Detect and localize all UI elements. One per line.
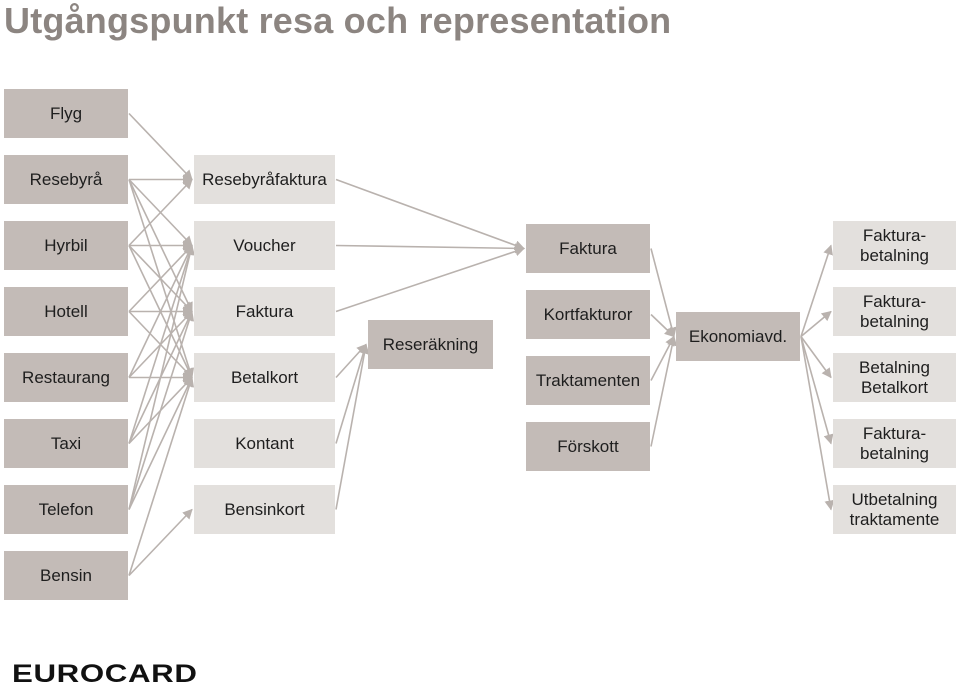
outcome-utbetalning-traktamente: Utbetalning traktamente	[833, 485, 956, 534]
finance-department-box: Ekonomiavd.	[676, 312, 800, 361]
arrow-doc1-to-proc0	[335, 243, 525, 254]
process-kortfakturor: Kortfakturor	[526, 290, 650, 339]
source-telefon: Telefon	[4, 485, 128, 534]
arrow-doc0-to-proc0	[335, 178, 525, 251]
arrow-proc0-to-dept	[650, 248, 677, 338]
outcome-betalning-betalkort: Betalning Betalkort	[833, 353, 956, 402]
document-resebyrafaktura: Resebyråfaktura	[194, 155, 335, 204]
arrow-src0-to-doc0	[128, 112, 193, 181]
process-forskott: Förskott	[526, 422, 650, 471]
source-label: Resebyrå	[29, 169, 103, 189]
expense-report-box: Reseräkning	[368, 320, 493, 369]
arrow-dept-to-out1	[800, 310, 832, 338]
process-faktura: Faktura	[526, 224, 650, 273]
expense-report-label: Reseräkning	[382, 334, 479, 354]
document-label: Betalkort	[230, 367, 299, 387]
document-label: Faktura	[235, 301, 294, 321]
source-resebyra: Resebyrå	[4, 155, 128, 204]
document-voucher: Voucher	[194, 221, 335, 270]
arrow-dept-to-out2	[800, 336, 832, 379]
arrow-src3-to-doc1	[128, 244, 193, 313]
outcome-label: Faktura- betalning	[859, 291, 929, 331]
source-hyrbil: Hyrbil	[4, 221, 128, 270]
source-label: Restaurang	[22, 367, 110, 387]
document-label: Bensinkort	[224, 499, 305, 519]
arrow-dept-to-out4	[800, 336, 835, 511]
outcome-label: Faktura- betalning	[859, 225, 929, 265]
source-label: Hyrbil	[44, 235, 88, 255]
arrow-proc3-to-dept	[650, 335, 678, 447]
document-label: Resebyråfaktura	[202, 169, 327, 189]
department-label: Ekonomiavd.	[688, 326, 788, 346]
outcome-label: Betalning Betalkort	[859, 357, 930, 397]
outcome-fakturabetalning: Faktura- betalning	[833, 287, 956, 336]
source-label: Taxi	[50, 433, 82, 453]
eurocard-logo: EUROCARD	[12, 660, 198, 688]
arrow-proc1-to-dept	[650, 313, 675, 338]
page-title: Utgångspunkt resa och representation	[4, 0, 672, 41]
arrow-src6-to-doc3	[128, 376, 193, 510]
source-label: Bensin	[40, 565, 92, 585]
source-label: Flyg	[49, 103, 83, 123]
source-taxi: Taxi	[4, 419, 128, 468]
arrow-dept-to-out3	[800, 336, 834, 445]
arrow-src6-to-doc2	[128, 310, 195, 510]
process-label: Kortfakturor	[543, 304, 633, 324]
document-faktura: Faktura	[194, 287, 335, 336]
outcome-fakturabetalning: Faktura- betalning	[833, 419, 956, 468]
process-traktamenten: Traktamenten	[526, 356, 650, 405]
arrow-src4-to-doc1	[128, 244, 193, 378]
outcome-label: Faktura- betalning	[859, 423, 929, 463]
source-restaurang: Restaurang	[4, 353, 128, 402]
arrow-src7-to-doc3	[128, 376, 195, 576]
arrow-src5-to-doc1	[128, 244, 195, 444]
arrow-src6-to-doc1	[128, 244, 195, 510]
source-bensin: Bensin	[4, 551, 128, 600]
source-flyg: Flyg	[4, 89, 128, 138]
arrow-doc4-to-mid	[335, 343, 369, 444]
arrow-doc5-to-mid	[335, 343, 370, 510]
document-label: Voucher	[233, 235, 296, 255]
process-label: Faktura	[559, 238, 617, 258]
arrow-src7-to-doc5	[128, 508, 193, 577]
outcome-fakturabetalning: Faktura- betalning	[833, 221, 956, 270]
arrow-proc2-to-dept	[650, 335, 675, 381]
outcome-label: Utbetalning traktamente	[849, 489, 940, 529]
process-label: Förskott	[557, 436, 619, 456]
arrow-src2-to-doc0	[128, 178, 193, 247]
arrow-dept-to-out0	[800, 244, 833, 337]
document-label: Kontant	[235, 433, 294, 453]
document-bensinkort: Bensinkort	[194, 485, 335, 534]
source-hotell: Hotell	[4, 287, 128, 336]
document-kontant: Kontant	[194, 419, 335, 468]
source-label: Hotell	[44, 301, 88, 321]
source-label: Telefon	[38, 499, 94, 519]
process-label: Traktamenten	[535, 370, 641, 390]
arrow-doc2-to-proc0	[335, 246, 525, 313]
document-betalkort: Betalkort	[194, 353, 335, 402]
